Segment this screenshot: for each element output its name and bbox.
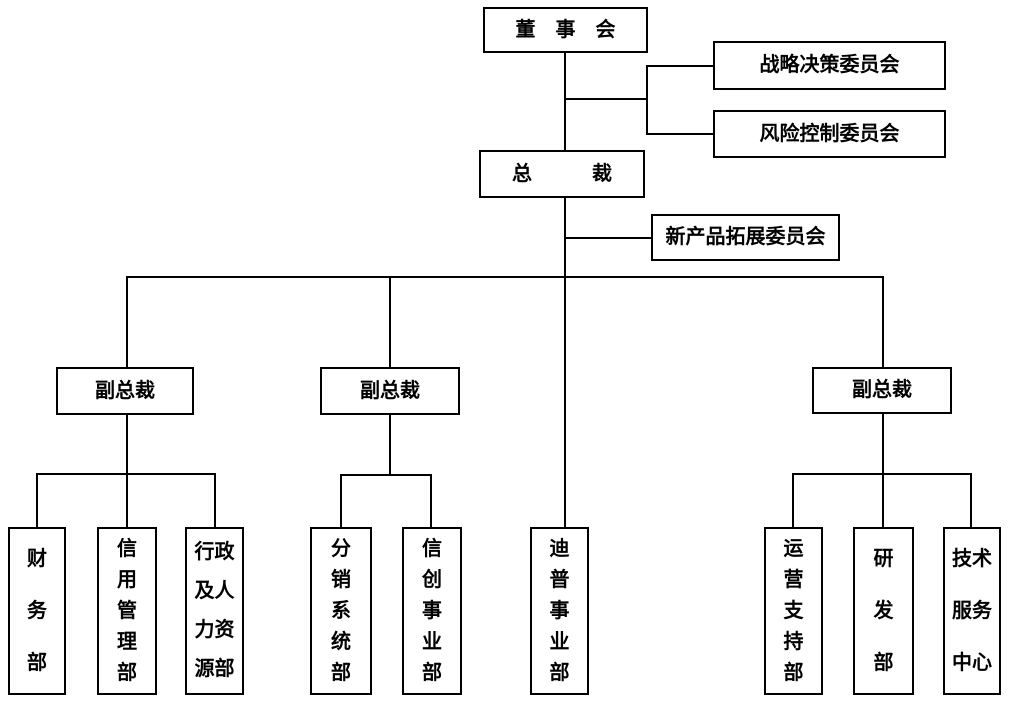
node-xinchuang: 信 创 事 业 部	[402, 527, 462, 695]
node-strategy-committee: 战略决策委员会	[713, 41, 946, 90]
node-distribution: 分 销 系 统 部	[310, 527, 372, 695]
edge-to-admin-hr	[214, 473, 216, 527]
node-xinchuang-label: 信 创 事 业 部	[422, 537, 442, 684]
node-dipu-label: 迪 普 事 业 部	[549, 537, 570, 684]
node-finance-label: 财 务 部	[27, 548, 47, 674]
edge-vp-right-drop	[882, 414, 884, 473]
edge-rail-vp-middle	[389, 276, 391, 367]
node-vp-right: 副总裁	[812, 367, 952, 414]
edge-board-committees-branch	[564, 98, 648, 100]
node-vp-left-label: 副总裁	[95, 379, 155, 402]
edge-middle-subrail	[340, 474, 432, 476]
node-rnd-label: 研 发 部	[873, 548, 894, 674]
node-distribution-label: 分 销 系 统 部	[331, 537, 351, 684]
node-strategy-committee-label: 战略决策委员会	[759, 54, 900, 76]
node-vp-middle: 副总裁	[320, 367, 460, 415]
edge-to-strategy-committee	[646, 65, 713, 67]
node-board-label: 董 事 会	[515, 18, 616, 41]
edge-rail-vp-right	[882, 276, 884, 367]
node-risk-committee: 风险控制委员会	[713, 110, 946, 158]
node-board: 董 事 会	[483, 7, 648, 53]
edge-to-rnd	[882, 473, 884, 527]
edge-to-new-product-committee	[564, 237, 651, 239]
node-president-label: 总 裁	[512, 162, 612, 185]
edge-to-credit	[126, 473, 128, 527]
edge-to-risk-committee	[646, 133, 713, 135]
node-president: 总 裁	[479, 150, 645, 198]
node-finance: 财 务 部	[8, 527, 66, 695]
node-vp-left: 副总裁	[56, 367, 194, 415]
node-rnd: 研 发 部	[853, 527, 914, 695]
edge-vp-left-drop	[126, 415, 128, 473]
node-new-product-committee: 新产品拓展委员会	[651, 214, 840, 261]
node-new-product-committee-label: 新产品拓展委员会	[665, 226, 826, 248]
edge-board-president	[564, 53, 566, 150]
node-operations: 运 营 支 持 部	[764, 527, 823, 695]
node-tech-center: 技术 服务 中心	[943, 527, 1001, 695]
node-credit-label: 信 用 管 理 部	[117, 537, 137, 684]
node-admin-hr: 行政 及人 力资 源部	[185, 527, 244, 695]
edge-to-xinchuang	[430, 474, 432, 527]
node-operations-label: 运 营 支 持 部	[783, 537, 804, 684]
edge-to-operations	[792, 473, 794, 527]
edge-committees-trunk	[646, 65, 648, 135]
node-risk-committee-label: 风险控制委员会	[759, 122, 900, 145]
node-vp-middle-label: 副总裁	[360, 379, 420, 402]
node-credit: 信 用 管 理 部	[97, 527, 157, 695]
edge-to-finance	[36, 473, 38, 527]
node-admin-hr-label: 行政 及人 力资 源部	[194, 541, 235, 680]
node-dipu: 迪 普 事 业 部	[530, 527, 589, 695]
node-vp-right-label: 副总裁	[852, 379, 912, 401]
edge-to-distribution	[340, 474, 342, 527]
edge-president-trunk	[564, 198, 566, 527]
node-tech-center-label: 技术 服务 中心	[952, 548, 992, 674]
edge-to-tech-center	[970, 473, 972, 527]
edge-vp-middle-drop	[389, 415, 391, 474]
edge-rail-vp-left	[126, 276, 128, 367]
edge-main-rail	[126, 276, 884, 278]
